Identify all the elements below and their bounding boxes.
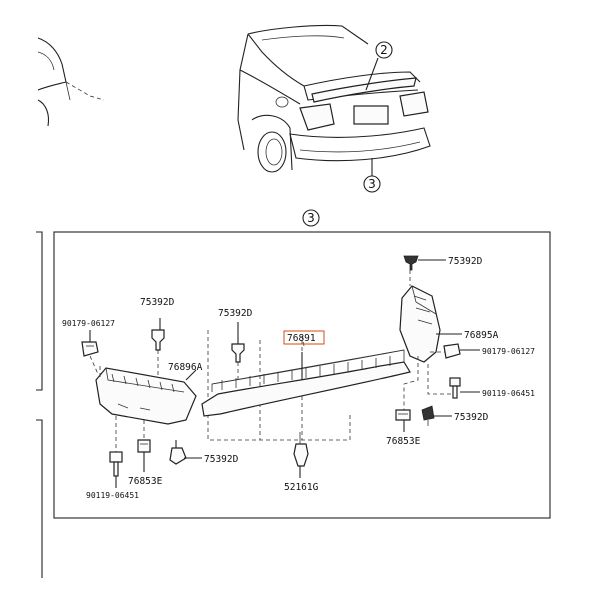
section-callout-ring — [302, 209, 320, 227]
push-clip-center — [293, 432, 309, 478]
right-side-piece — [399, 270, 454, 410]
center-bumper-piece — [201, 335, 411, 417]
label-75392D-right-low: 75392D — [454, 412, 489, 423]
detail-frame — [53, 231, 551, 519]
label-52161G: 52161G — [284, 482, 319, 493]
callout-2: 2 — [380, 43, 388, 57]
bolt-left — [109, 416, 123, 488]
clip-left — [151, 318, 165, 378]
bolt-right — [449, 377, 480, 399]
label-76853E-left: 76853E — [128, 476, 163, 487]
clip-center — [231, 322, 245, 382]
callout-3-top: 3 — [368, 177, 376, 191]
car-rear-illustration: 2 3 — [237, 24, 431, 193]
label-76853E-right: 76853E — [386, 436, 421, 447]
partial-car-illustration — [37, 37, 105, 127]
label-75392D-left: 75392D — [140, 297, 175, 308]
retainer-left — [137, 420, 151, 472]
section-callout-3: 3 — [307, 211, 315, 225]
left-margin-bracket-top — [36, 231, 43, 391]
label-90119-right: 90119-06451 — [482, 389, 535, 398]
left-margin-bracket-bottom — [36, 419, 43, 578]
label-75392D-top-right: 75392D — [448, 256, 483, 267]
nut-right — [443, 343, 480, 359]
label-76896A: 76896A — [168, 362, 203, 373]
clip-top-right — [403, 255, 446, 271]
left-side-piece — [95, 366, 197, 425]
nut-left — [81, 330, 99, 375]
highlight-box-76891 — [283, 330, 325, 345]
clip-right-low — [421, 405, 452, 426]
label-90119-left: 90119-06451 — [86, 491, 139, 500]
retainer-right — [395, 409, 411, 432]
label-90179-left: 90179-06127 — [62, 319, 115, 328]
label-76895A: 76895A — [464, 330, 499, 341]
label-75392D-center: 75392D — [218, 308, 253, 319]
label-76891: 76891 — [287, 333, 316, 344]
label-75392D-bottom: 75392D — [204, 454, 239, 465]
label-90179-right: 90179-06127 — [482, 347, 535, 356]
clip-bottom — [169, 440, 202, 465]
